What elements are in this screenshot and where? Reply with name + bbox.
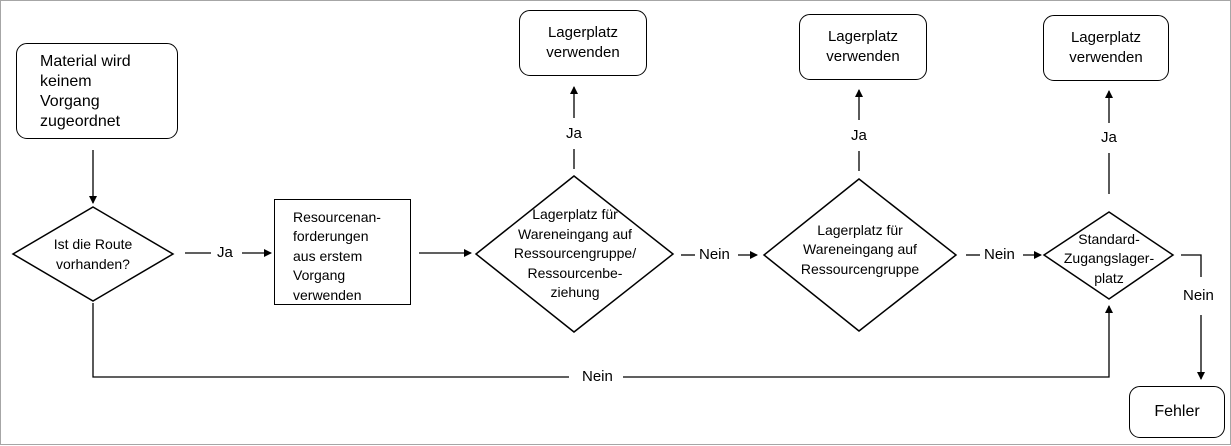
edge-label-route-ja: Ja [214,244,236,262]
edge-label-dec1-ja: Ja [563,125,585,143]
decision-route-shape [11,206,175,302]
decision-lager-1-shape [474,175,675,333]
decision-standard-shape [1042,211,1175,300]
edge-label-dec2-nein: Nein [981,246,1018,264]
start-node: Material wird keinem Vorgang zugeordnet [16,43,178,139]
resource-requirements-text: Resourcenan-forderungen aus erstem Vorga… [293,209,381,303]
use-storage-node-1: Lagerplatz verwenden [519,10,647,76]
error-node-text: Fehler [1154,403,1200,420]
decision-lager-2-shape [762,178,958,332]
edge-label-dec1-nein: Nein [696,246,733,264]
use-storage-text-2: Lagerplatz verwenden [826,28,900,65]
edge-label-dec3-ja: Ja [1098,129,1120,147]
use-storage-node-3: Lagerplatz verwenden [1043,15,1169,81]
use-storage-node-2: Lagerplatz verwenden [799,14,927,80]
edge-label-route-nein: Nein [579,368,616,386]
start-node-text: Material wird keinem Vorgang zugeordnet [40,53,131,130]
edge-route-nein-left [92,303,569,378]
resource-requirements-node: Resourcenan-forderungen aus erstem Vorga… [274,199,411,305]
edge-route-nein-right [623,305,1113,378]
error-node: Fehler [1129,386,1225,438]
use-storage-text-1: Lagerplatz verwenden [546,24,620,61]
edge-label-dec3-nein: Nein [1180,287,1217,305]
edge-dec3-nein-upper [1181,254,1202,277]
use-storage-text-3: Lagerplatz verwenden [1069,29,1143,66]
edge-label-dec2-ja: Ja [848,127,870,145]
